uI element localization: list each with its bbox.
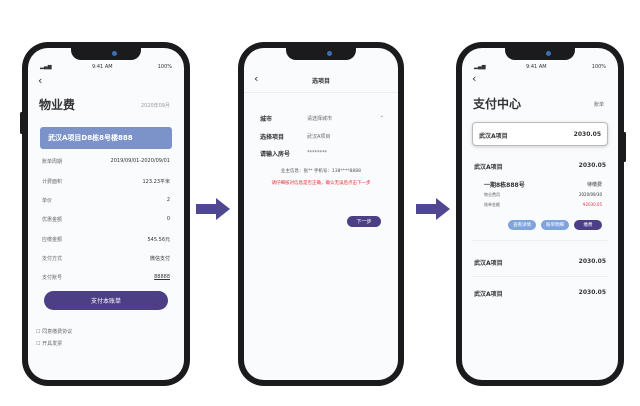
item-amount: 2030.05: [578, 162, 606, 169]
bill-details-button[interactable]: 账单明细: [541, 220, 569, 230]
row-label: 支付账号: [42, 275, 63, 281]
bill-item[interactable]: 武汉A项目 2030.05: [474, 289, 606, 298]
item-amount: 2030.05: [578, 289, 606, 296]
item-name: 武汉A项目: [474, 260, 503, 267]
status-time: 9:41 AM: [526, 64, 547, 70]
owner-info: 业主信息：张** 手机号：138****8888: [281, 169, 361, 174]
item-amount: 2030.05: [573, 131, 601, 138]
bill-date: 2020年09月: [140, 103, 170, 109]
invoice-label: 开具发票: [42, 341, 63, 347]
row-label: 计费面积: [42, 179, 63, 185]
row-label: 物业费用: [484, 192, 500, 197]
signal-icon: ▂▄▆: [40, 64, 52, 70]
next-button[interactable]: 下一步: [347, 216, 381, 227]
unit-title: 一期8栋888号: [484, 182, 525, 189]
phone-bill: ▂▄▆ 9:41 AM 100% ‹ 物业费 2020年09月 武汉A项目D8栋…: [20, 42, 190, 386]
bill-item-card[interactable]: 武汉A项目 2030.05: [472, 122, 608, 146]
room-label: 请输入房号: [260, 151, 291, 158]
arrow-right-icon: [196, 198, 230, 220]
unit-status: 待缴费: [586, 182, 602, 188]
project-label: 选择项目: [260, 134, 285, 141]
room-input[interactable]: ********: [307, 150, 327, 156]
row-label: 优惠金额: [42, 217, 63, 223]
city-label: 城市: [260, 116, 273, 123]
bill-item[interactable]: 武汉A项目 2030.05: [474, 258, 606, 267]
item-name: 武汉A项目: [479, 133, 508, 140]
invoice-checkbox[interactable]: ☐ 开具发票: [36, 341, 63, 347]
row-label: 账单金额: [484, 202, 500, 207]
row-value: ¥2030.05: [582, 202, 602, 207]
back-icon[interactable]: ‹: [38, 74, 43, 87]
bills-link[interactable]: 账单: [593, 102, 604, 108]
city-select[interactable]: 请选择城市: [307, 116, 333, 122]
bill-item[interactable]: 武汉A项目 2030.05: [474, 162, 606, 171]
battery: 100%: [157, 64, 172, 70]
battery: 100%: [591, 64, 606, 70]
row-value: 2020/09/30: [578, 192, 602, 197]
phone-select-project: ‹ 选项目 城市 请选择城市 ⌄ 选择项目 武汉A项目 请输入房号 ******…: [238, 42, 404, 386]
payment-account[interactable]: 88888: [154, 274, 170, 280]
payment-method[interactable]: 微信支付: [149, 256, 170, 262]
property-banner: 武汉A项目D8栋8号楼888: [40, 127, 172, 149]
page-title: 支付中心: [473, 97, 522, 111]
pay-button[interactable]: 缴费: [574, 220, 602, 230]
row-label: 账单周期: [42, 159, 63, 165]
row-value: 545.56元: [147, 237, 171, 243]
item-amount: 2030.05: [578, 258, 606, 265]
item-name: 武汉A项目: [474, 291, 503, 298]
agreement-checkbox[interactable]: ☐ 同意缴费协议: [36, 329, 73, 335]
screen-select-project: ‹ 选项目 城市 请选择城市 ⌄ 选择项目 武汉A项目 请输入房号 ******…: [244, 48, 398, 380]
agreement-label: 同意缴费协议: [42, 329, 73, 335]
item-name: 武汉A项目: [474, 164, 503, 171]
row-value: 123.23平米: [142, 179, 171, 185]
page-title: 选项目: [311, 78, 330, 85]
pay-bill-button[interactable]: 支付本账单: [44, 291, 168, 310]
row-value: 2: [166, 197, 170, 203]
back-icon[interactable]: ‹: [472, 72, 477, 85]
screen-property-fee: ▂▄▆ 9:41 AM 100% ‹ 物业费 2020年09月 武汉A项目D8栋…: [28, 48, 184, 380]
warning-text: 请仔细核对信息是否正确，确认无误后点击下一步: [271, 181, 371, 186]
page-title: 物业费: [39, 98, 76, 112]
row-label: 支付方式: [42, 256, 63, 262]
row-value: 2019/09/01-2020/09/01: [110, 158, 170, 164]
project-select[interactable]: 武汉A项目: [307, 134, 331, 140]
arrow-right-icon: [416, 198, 450, 220]
chevron-down-icon[interactable]: ⌄: [379, 113, 384, 119]
signal-icon: ▂▄▆: [474, 64, 486, 70]
row-label: 单价: [42, 198, 53, 204]
row-label: 应缴金额: [42, 237, 63, 243]
view-details-button[interactable]: 查看详情: [508, 220, 536, 230]
status-time: 9:41 AM: [92, 64, 113, 70]
row-value: 0: [166, 216, 170, 222]
back-icon[interactable]: ‹: [254, 72, 259, 85]
